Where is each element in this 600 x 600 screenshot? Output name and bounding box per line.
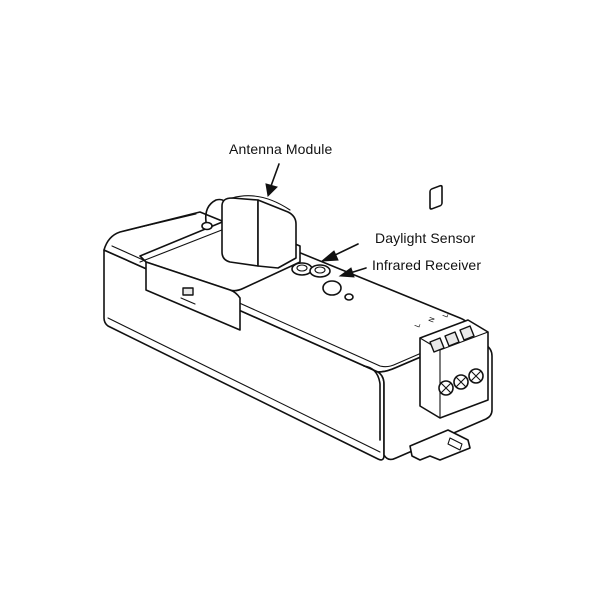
terminal-slot-1 bbox=[429, 184, 443, 210]
terminal-block: L N L' bbox=[413, 184, 489, 419]
mounting-tab-body bbox=[409, 429, 471, 461]
terminal-mark-l: L bbox=[413, 322, 422, 328]
cover-latch-tab bbox=[180, 297, 196, 305]
infrared-receiver-label: Infrared Receiver bbox=[372, 257, 482, 273]
sensor-window bbox=[291, 262, 354, 301]
daylight-sensor-label: Daylight Sensor bbox=[375, 230, 476, 246]
daylight-sensor-ring-2 bbox=[309, 264, 331, 278]
antenna-screw bbox=[201, 221, 213, 231]
antenna-arrow-head bbox=[265, 183, 278, 198]
daylight-arrow-head bbox=[320, 250, 339, 262]
terminal-clamp-3 bbox=[459, 325, 475, 341]
terminal-screw-2-head bbox=[455, 376, 467, 388]
terminal-clamp-1 bbox=[429, 337, 445, 353]
housing-back-edge bbox=[119, 213, 197, 233]
cover-latch bbox=[182, 287, 194, 296]
infrared-arrow-head bbox=[338, 267, 355, 278]
antenna-box-front bbox=[221, 197, 259, 267]
cover-lid-front bbox=[145, 261, 241, 331]
antenna-module-label: Antenna Module bbox=[229, 141, 333, 157]
antenna-module bbox=[201, 195, 297, 269]
daylight-arrow-shaft bbox=[332, 243, 359, 257]
daylight-sensor-ring-2-inner bbox=[314, 266, 326, 274]
housing-top-edge bbox=[111, 245, 471, 368]
indicator-led bbox=[344, 293, 354, 301]
terminal-mark-l-prime: L' bbox=[441, 310, 451, 318]
terminal-screws bbox=[429, 184, 484, 396]
terminal-screw-1-head bbox=[440, 382, 452, 394]
mounting-tab-slot bbox=[447, 437, 463, 451]
callout-arrows bbox=[265, 163, 367, 278]
mounting-tab bbox=[409, 429, 471, 461]
terminal-mark-n: N bbox=[427, 316, 436, 324]
housing-corner bbox=[363, 365, 381, 441]
antenna-box-side bbox=[257, 199, 297, 269]
infrared-receiver-lens bbox=[322, 280, 342, 296]
terminal-screw-3-head bbox=[470, 370, 482, 382]
housing-bottom-edge bbox=[107, 317, 381, 453]
terminal-clamp-2 bbox=[444, 331, 460, 347]
daylight-sensor-ring-1-inner bbox=[296, 264, 308, 272]
antenna-box-top bbox=[231, 195, 291, 211]
antenna-arrow-shaft bbox=[270, 163, 280, 187]
